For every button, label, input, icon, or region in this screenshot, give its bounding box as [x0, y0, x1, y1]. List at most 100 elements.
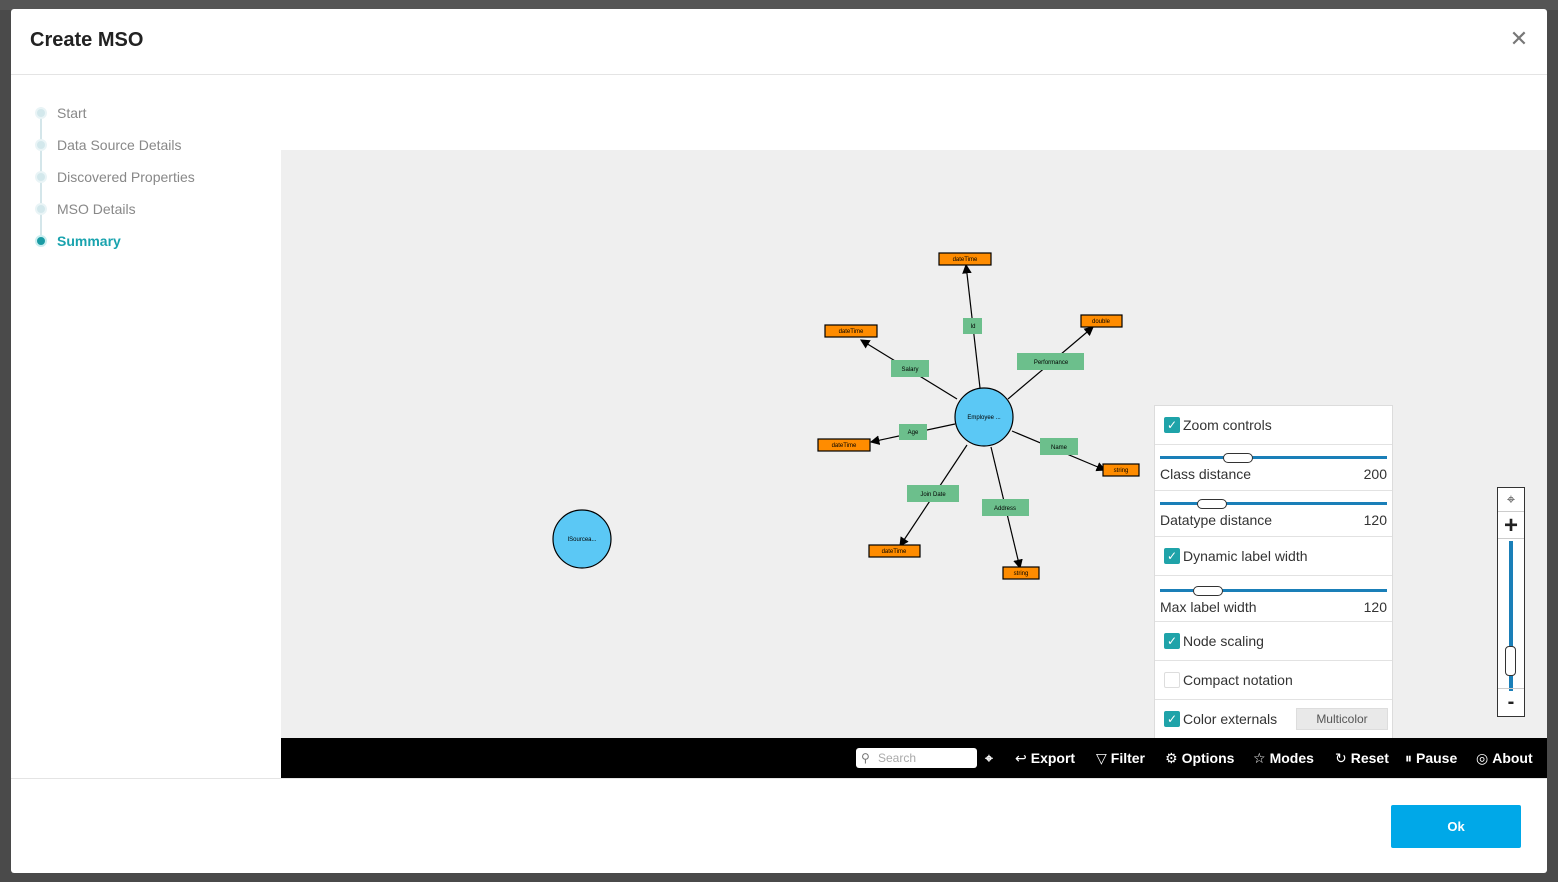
slider-label: Max label width — [1160, 599, 1257, 615]
options-button[interactable]: ⚙Options — [1165, 748, 1234, 768]
property-label: Address — [994, 506, 1016, 512]
step-label: Start — [57, 105, 87, 121]
property-label: Performance — [1034, 360, 1069, 366]
step-discovered-properties[interactable]: Discovered Properties — [35, 161, 275, 193]
option-label: Zoom controls — [1183, 417, 1272, 433]
checkbox-checked-icon[interactable]: ✓ — [1164, 417, 1180, 433]
slider-value: 120 — [1363, 512, 1387, 528]
zoom-slider-track[interactable] — [1509, 541, 1513, 691]
wizard-stepper: Start Data Source Details Discovered Pro… — [35, 97, 275, 257]
slider-label: Datatype distance — [1160, 512, 1273, 528]
datatype-node-join-date[interactable]: dateTime — [868, 544, 921, 558]
option-datatype-distance[interactable]: Datatype distance 120 — [1155, 491, 1392, 537]
export-button[interactable]: ↩Export — [1015, 748, 1075, 768]
property-address[interactable]: Address — [982, 499, 1029, 516]
step-label: Summary — [57, 233, 121, 249]
option-max-label-width[interactable]: Max label width 120 — [1155, 576, 1392, 622]
datatype-node-name[interactable]: string — [1102, 463, 1140, 477]
close-icon[interactable]: ✕ — [1509, 26, 1529, 51]
center-graph-icon[interactable]: ⌖ — [1498, 488, 1524, 512]
option-compact-notation[interactable]: Compact notation — [1155, 661, 1392, 700]
create-mso-modal: Create MSO ✕ Start Data Source Details D… — [11, 9, 1547, 873]
zoom-slider-thumb[interactable] — [1505, 646, 1516, 676]
options-label: Options — [1181, 750, 1235, 766]
option-color-externals[interactable]: ✓ Color externals Multicolor — [1155, 700, 1392, 738]
datatype-label: string — [1114, 468, 1129, 474]
class-node-employee[interactable]: Employee ... — [954, 387, 1014, 447]
slider-label: Class distance — [1160, 466, 1252, 482]
gear-icon: ⚙ — [1165, 750, 1178, 766]
property-join-date[interactable]: Join Date — [907, 485, 959, 502]
property-performance[interactable]: Performance — [1017, 353, 1084, 370]
option-zoom-controls[interactable]: ✓ Zoom controls — [1155, 406, 1392, 445]
locate-icon[interactable]: ⌖ — [985, 750, 993, 766]
filter-label: Filter — [1110, 750, 1146, 766]
option-node-scaling[interactable]: ✓ Node scaling — [1155, 622, 1392, 661]
option-class-distance[interactable]: Class distance 200 — [1155, 445, 1392, 491]
zoom-control: ⌖ + - — [1497, 487, 1525, 717]
modes-label: Modes — [1269, 750, 1314, 766]
property-age[interactable]: Age — [899, 424, 927, 440]
modal-header: Create MSO ✕ — [11, 9, 1547, 75]
slider-track[interactable] — [1160, 589, 1387, 592]
slider-track[interactable] — [1160, 502, 1387, 505]
reset-button[interactable]: ↻Reset — [1335, 748, 1389, 768]
checkbox-unchecked-icon[interactable] — [1164, 672, 1180, 688]
class-node-label: ISourcea... — [567, 537, 596, 543]
slider-value: 120 — [1363, 599, 1387, 615]
checkbox-checked-icon[interactable]: ✓ — [1164, 711, 1180, 727]
multicolor-button[interactable]: Multicolor — [1296, 708, 1388, 730]
slider-thumb[interactable] — [1223, 453, 1253, 463]
step-start[interactable]: Start — [35, 97, 275, 129]
datatype-node-address[interactable]: string — [1002, 566, 1040, 580]
modes-button[interactable]: ☆Modes — [1253, 748, 1314, 768]
slider-value: 200 — [1363, 466, 1387, 482]
step-mso-details[interactable]: MSO Details — [35, 193, 275, 225]
slider-thumb[interactable] — [1193, 586, 1223, 596]
property-label: Salary — [901, 367, 918, 373]
datatype-node-performance[interactable]: double — [1080, 314, 1123, 328]
step-data-source-details[interactable]: Data Source Details — [35, 129, 275, 161]
graph-svg[interactable]: Employee ... ISourcea... Id Performance — [281, 150, 1547, 738]
datatype-node-salary[interactable]: dateTime — [824, 324, 878, 338]
datatype-label: dateTime — [832, 443, 857, 449]
step-dot — [35, 203, 47, 215]
reset-label: Reset — [1350, 750, 1389, 766]
filter-button[interactable]: ▽Filter — [1096, 748, 1145, 768]
property-label: Name — [1051, 445, 1068, 451]
datatype-label: dateTime — [882, 549, 907, 555]
ontology-graph-canvas[interactable]: Employee ... ISourcea... Id Performance — [281, 150, 1547, 738]
star-icon: ☆ — [1253, 750, 1266, 766]
datatype-node-age[interactable]: dateTime — [817, 438, 871, 452]
about-button[interactable]: ◎About — [1476, 748, 1533, 768]
property-id[interactable]: Id — [963, 318, 982, 334]
info-icon: ◎ — [1476, 750, 1489, 766]
property-name[interactable]: Name — [1040, 438, 1078, 455]
class-node-isource[interactable]: ISourcea... — [552, 509, 612, 569]
step-dot — [35, 107, 47, 119]
filter-icon: ▽ — [1096, 750, 1107, 766]
step-label: Discovered Properties — [57, 169, 195, 185]
pause-icon: ⏸ — [1405, 750, 1412, 766]
step-summary[interactable]: Summary — [35, 225, 275, 257]
ok-button[interactable]: Ok — [1391, 805, 1521, 848]
pause-label: Pause — [1416, 750, 1458, 766]
slider-thumb[interactable] — [1197, 499, 1227, 509]
step-label: Data Source Details — [57, 137, 182, 153]
option-dynamic-label-width[interactable]: ✓ Dynamic label width — [1155, 537, 1392, 576]
slider-track[interactable] — [1160, 456, 1387, 459]
checkbox-checked-icon[interactable]: ✓ — [1164, 633, 1180, 649]
zoom-out-button[interactable]: - — [1498, 688, 1524, 716]
property-salary[interactable]: Salary — [891, 360, 929, 377]
option-label: Compact notation — [1183, 672, 1293, 688]
page-backdrop — [0, 0, 1558, 10]
search-input[interactable]: ⚲ Search — [856, 748, 977, 768]
zoom-in-button[interactable]: + — [1498, 513, 1524, 539]
checkbox-checked-icon[interactable]: ✓ — [1164, 548, 1180, 564]
pause-button[interactable]: ⏸Pause — [1405, 748, 1457, 768]
step-dot — [35, 171, 47, 183]
property-label: Join Date — [920, 492, 946, 498]
step-dot-active — [35, 235, 47, 247]
reset-icon: ↻ — [1335, 750, 1347, 766]
datatype-node-id[interactable]: dateTime — [938, 252, 992, 266]
